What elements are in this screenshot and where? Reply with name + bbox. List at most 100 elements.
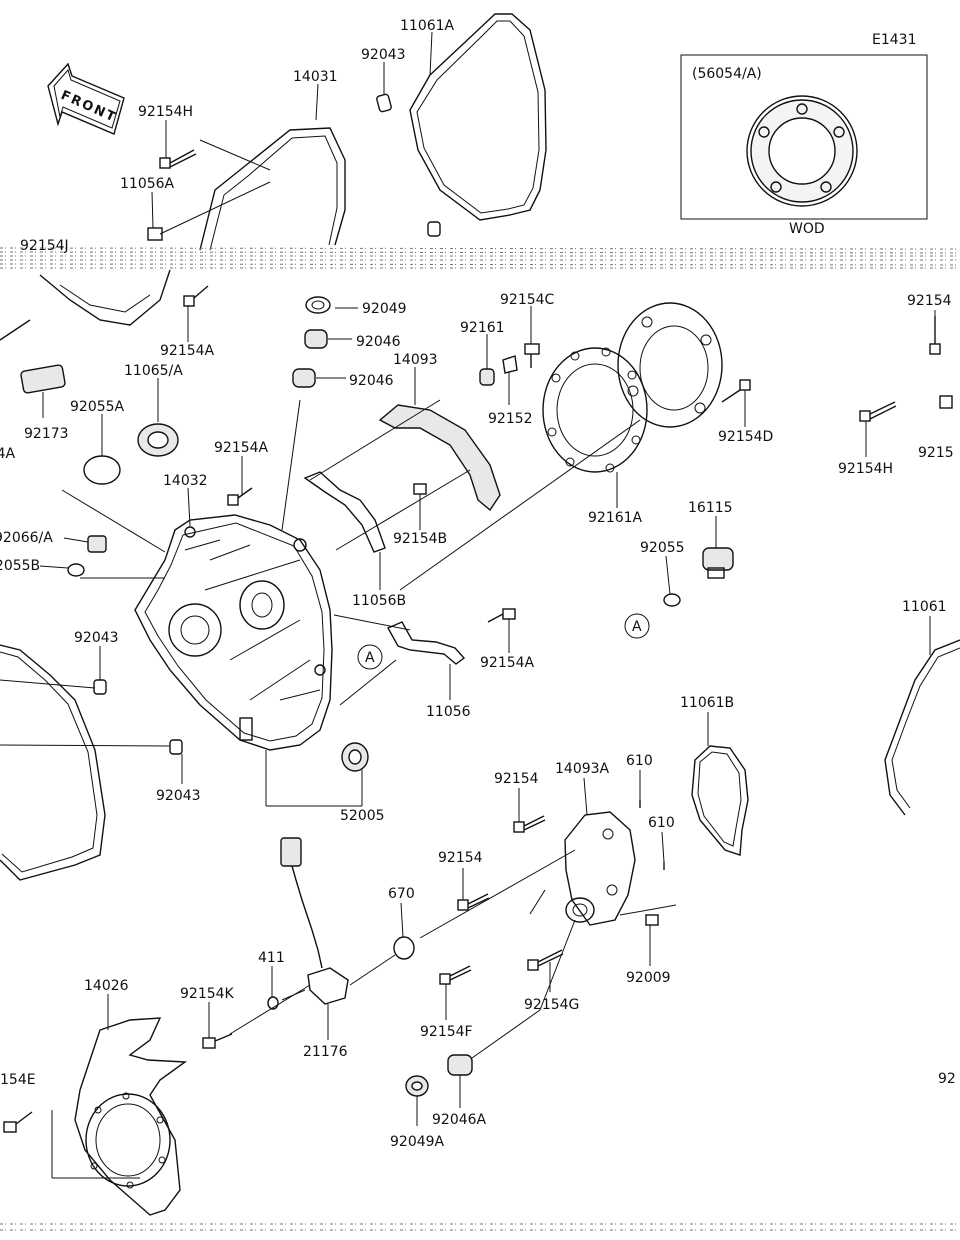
label-92154c: 92154C <box>500 292 555 308</box>
label-92154-low2: 92154 <box>438 850 483 866</box>
label-11061a: 11061A <box>400 18 455 34</box>
label-92043-mid: 92043 <box>74 630 119 646</box>
damper-92173 <box>20 364 66 394</box>
plug-92066a <box>87 535 107 553</box>
gasket-92161a <box>542 347 648 473</box>
label-21176: 21176 <box>303 1044 348 1060</box>
callout-a-right-letter: A <box>632 619 642 635</box>
label-92046a: 92046A <box>432 1112 487 1128</box>
bolt-92154d <box>721 379 751 403</box>
bolt-92154k <box>202 1033 233 1049</box>
label-11056: 11056 <box>426 704 471 720</box>
housing-14093a <box>564 811 636 926</box>
label-92154-right: 92154 <box>907 293 952 309</box>
label-92009: 92009 <box>626 970 671 986</box>
seal-52005 <box>341 742 369 772</box>
cover-gasket-56054 <box>617 302 723 428</box>
label-11061b: 11061B <box>680 695 734 711</box>
cover-14031 <box>199 127 346 251</box>
gasket-11061 <box>884 639 960 816</box>
label-92154j: 92154J <box>20 238 69 254</box>
part-labels: 11061A 92043 14031 92154H 11056A 92154J … <box>0 18 956 1150</box>
callout-a-left: A <box>357 644 383 670</box>
bolt-92154h-right <box>859 401 897 422</box>
gasket-11061b <box>691 745 749 856</box>
label-11056a: 11056A <box>120 176 175 192</box>
bolt-92154-low2 <box>457 893 490 911</box>
label-14032: 14032 <box>163 473 208 489</box>
inset-note: (56054/A) <box>692 66 762 82</box>
inset-caption: WOD <box>789 221 825 237</box>
label-610-a: 610 <box>626 753 653 769</box>
gasket-left <box>0 644 106 881</box>
cover-14026 <box>74 1017 188 1216</box>
callout-a-right: A <box>624 613 650 639</box>
bolt-92154h <box>159 149 197 169</box>
bolt-92154a-1 <box>183 285 209 307</box>
label-610-b: 610 <box>648 815 675 831</box>
bracket-11056b <box>303 471 386 553</box>
label-92055b: 92055B <box>0 558 40 574</box>
seal-11065a <box>137 423 179 457</box>
label-11056b: 11056B <box>352 593 406 609</box>
label-92066a: 92066/A <box>0 530 53 546</box>
collar-92152 <box>502 355 518 374</box>
bolt-92154e <box>3 1111 33 1133</box>
label-670: 670 <box>388 886 415 902</box>
label-92154-edge: 9215 <box>918 445 954 461</box>
callout-a-left-letter: A <box>365 650 375 666</box>
label-92055a: 92055A <box>70 399 125 415</box>
label-92043-low: 92043 <box>156 788 201 804</box>
oring-92055a <box>83 455 121 485</box>
washer-92055b <box>67 563 85 577</box>
label-92154a-3: 92154A <box>480 655 535 671</box>
label-92055: 92055 <box>640 540 685 556</box>
label-92161a: 92161A <box>588 510 643 526</box>
damper-92161 <box>479 368 495 386</box>
label-92154-low: 92154 <box>494 771 539 787</box>
label-14026: 14026 <box>84 978 129 994</box>
bracket-11056 <box>387 621 466 665</box>
label-92161: 92161 <box>460 320 505 336</box>
label-52005: 52005 <box>340 808 385 824</box>
label-92049: 92049 <box>362 301 407 317</box>
gasket-11061a <box>409 13 547 221</box>
label-92154a-2: 92154A <box>214 440 269 456</box>
label-92154b: 92154B <box>393 531 447 547</box>
label-92154a-1: 92154A <box>160 343 215 359</box>
bolt-92154a-3 <box>487 608 516 623</box>
sensor-21176 <box>280 837 349 1005</box>
diagram-code: E1431 <box>872 32 916 48</box>
label-92154h-right: 92154H <box>838 461 893 477</box>
seal-92049 <box>305 296 331 314</box>
label-14093: 14093 <box>393 352 438 368</box>
bolt-92154c <box>524 343 540 368</box>
guide-14093 <box>378 404 501 512</box>
label-14031: 14031 <box>293 69 338 85</box>
label-92152: 92152 <box>488 411 533 427</box>
oring-92055 <box>663 593 681 607</box>
crankcase-cover-14032 <box>134 514 333 751</box>
washer-411 <box>267 996 279 1010</box>
filler-cap-16115 <box>702 547 734 579</box>
bolt-11056a <box>147 227 163 241</box>
label-92046-b: 92046 <box>349 373 394 389</box>
bearing-92046-b <box>292 368 316 388</box>
label-92154e: 154E <box>0 1072 36 1088</box>
label-92154h-top: 92154H <box>138 104 193 120</box>
label-92154k: 92154K <box>180 986 235 1002</box>
label-16115: 16115 <box>688 500 733 516</box>
bolt-92154a-2 <box>227 487 253 506</box>
dowel-pin-92043-mid <box>93 679 107 695</box>
bearing-92046a <box>447 1054 473 1076</box>
label-411: 411 <box>258 950 285 966</box>
label-92046-a: 92046 <box>356 334 401 350</box>
bolt-92154g <box>527 949 564 971</box>
front-arrow-label: FRONT <box>58 88 119 126</box>
scan-noise-band <box>0 247 960 1231</box>
bolt-92154f <box>439 965 472 985</box>
label-92049a: 92049A <box>390 1134 445 1150</box>
label-11061: 11061 <box>902 599 947 615</box>
label-92173: 92173 <box>24 426 69 442</box>
